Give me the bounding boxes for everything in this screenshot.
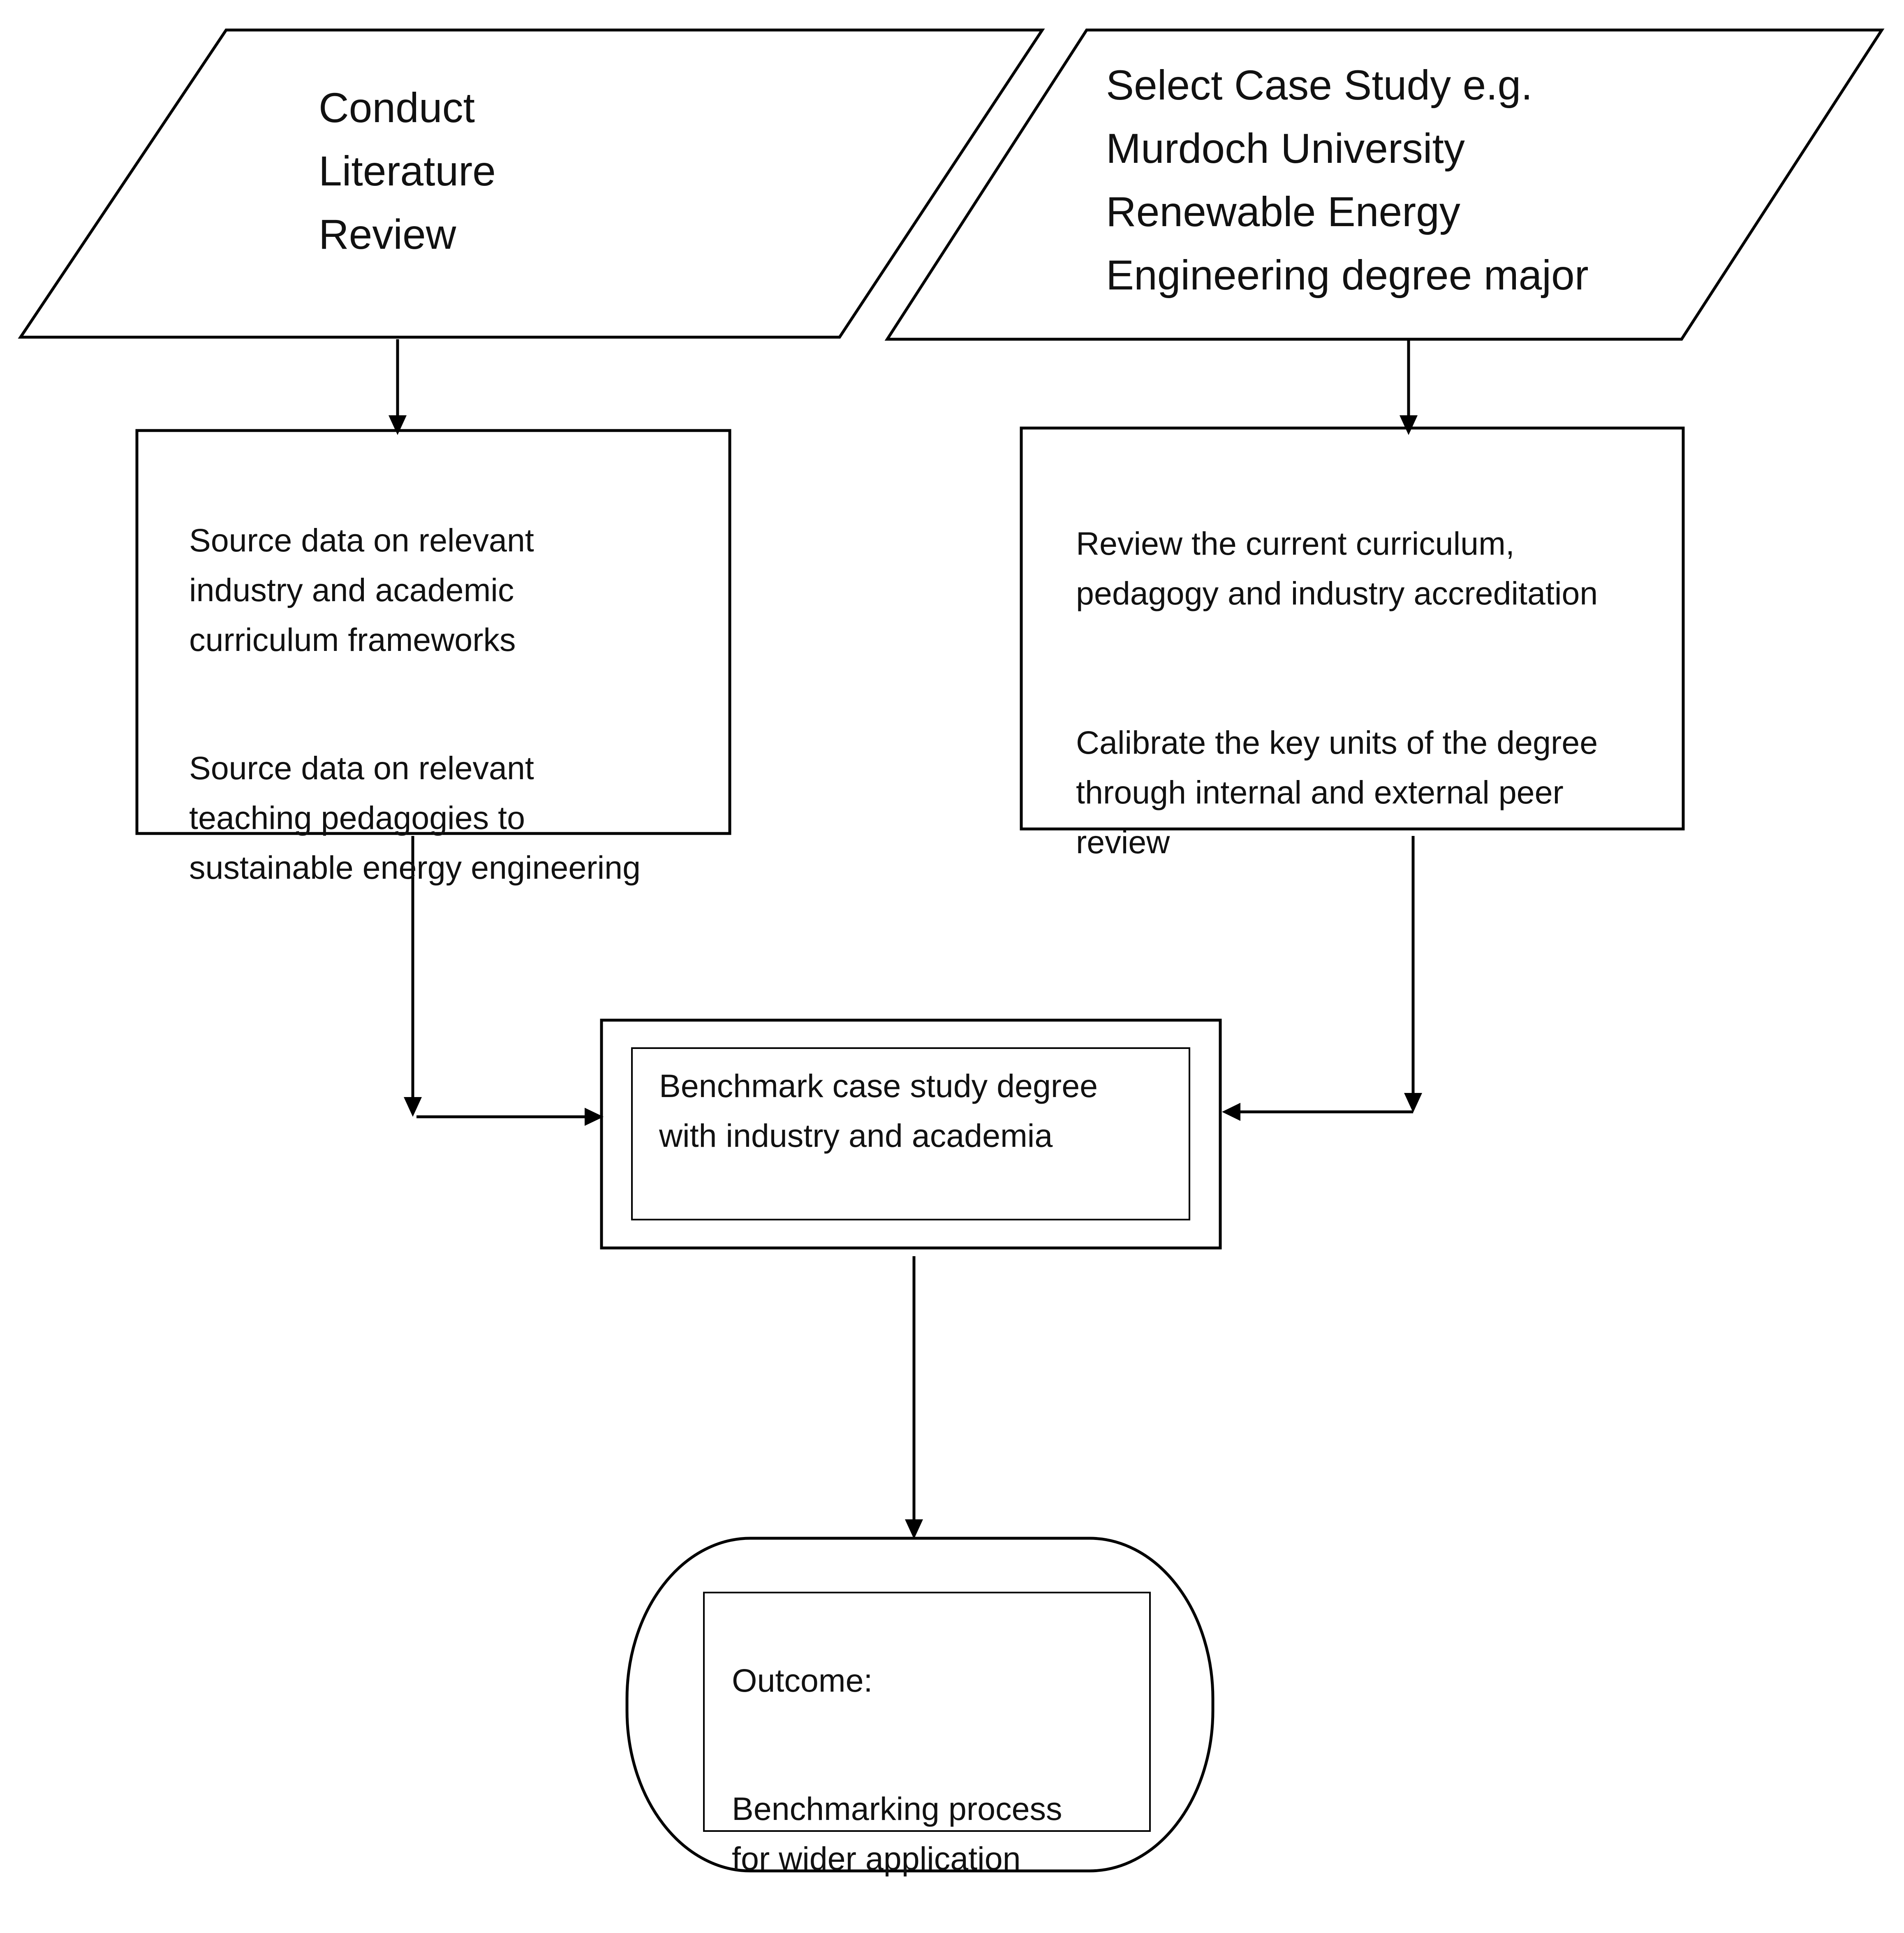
- case-study-label: Select Case Study e.g. Murdoch Universit…: [1106, 62, 1589, 299]
- review-curriculum-paragraph-2: Calibrate the key units of the degree th…: [1076, 724, 1598, 860]
- outcome-inner-border: [703, 1592, 1151, 1832]
- outcome-node: [625, 1537, 1215, 1873]
- outcome-heading: Outcome:: [732, 1662, 873, 1699]
- outcome-text: Outcome: Benchmarking process for wider …: [732, 1606, 1143, 1933]
- review-curriculum-text: Review the current curriculum, pedagogy …: [1076, 469, 1652, 917]
- arrowhead-benchmark-to-outcome: [905, 1519, 923, 1539]
- arrowhead-case-to-review: [1400, 415, 1418, 435]
- flowchart-diagram: [18, 28, 1885, 1873]
- outcome-description: Benchmarking process for wider applicati…: [732, 1790, 1062, 1877]
- arrowhead-literature-to-source: [389, 415, 407, 435]
- arrowhead-review-to-benchmark: [1222, 1103, 1240, 1121]
- arrowhead-source-to-benchmark: [585, 1108, 604, 1126]
- benchmark-label: Benchmark case study degree with industr…: [659, 1067, 1098, 1154]
- source-data-node: [135, 429, 731, 835]
- source-data-paragraph-2: Source data on relevant teaching pedagog…: [189, 750, 641, 886]
- arrowhead-source-corner: [404, 1097, 422, 1117]
- arrowhead-review-corner: [1404, 1093, 1422, 1113]
- benchmark-node: [600, 1019, 1222, 1250]
- literature-review-node: [18, 28, 1045, 339]
- benchmark-inner-border: [631, 1047, 1190, 1220]
- review-curriculum-node: [1020, 426, 1685, 831]
- source-data-text: Source data on relevant industry and aca…: [189, 465, 724, 942]
- case-study-node: [884, 28, 1885, 341]
- review-curriculum-paragraph-1: Review the current curriculum, pedagogy …: [1076, 525, 1598, 611]
- source-data-paragraph-1: Source data on relevant industry and aca…: [189, 522, 534, 658]
- literature-review-label: Conduct Literature Review: [319, 84, 496, 258]
